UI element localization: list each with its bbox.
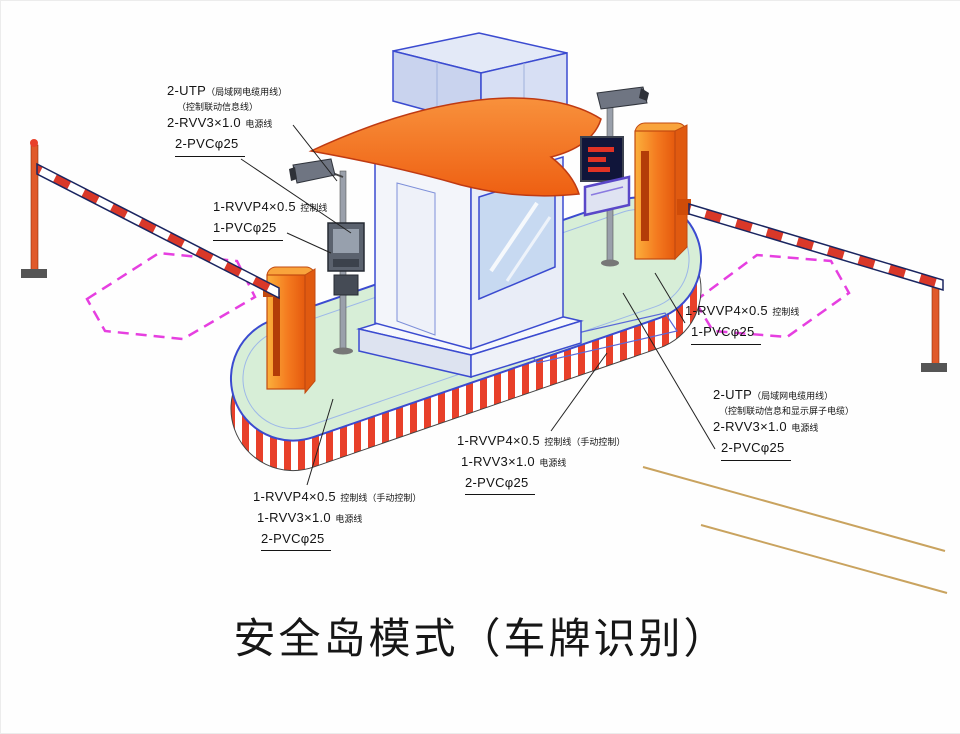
cable-note: 控制线（手动控制） [340,493,422,503]
cable-label-left-mid: 1-RVVP4×0.5 控制线 1-PVCφ25 [213,197,327,241]
cable-spec: 1-RVV3×1.0 [257,509,331,525]
right-support-pole [921,278,947,372]
ground-loop-right [693,253,851,339]
cable-note: 控制线 [772,307,800,317]
cable-note: 电源线 [791,423,819,434]
junction-box [333,274,359,296]
booth-cabin [392,32,568,126]
cable-spec: 1-PVCφ25 [691,323,755,339]
cable-spec: 1-RVVP4×0.5 [253,489,336,504]
cable-note: 电源线 [245,119,273,130]
cctv-camera-right [596,86,648,110]
cable-spec: 1-RVVP4×0.5 [685,303,768,318]
cable-note: 电源线 [539,457,567,468]
cable-spec: 2-RVV3×1.0 [167,115,241,131]
cable-label-right-mid: 1-RVVP4×0.5 控制线 1-PVCφ25 [685,301,799,345]
cable-note: 控制线（手动控制） [544,437,626,447]
camera-lens [639,88,649,101]
cable-spec: 2-UTP [713,387,753,402]
cable-run-lines [642,466,948,594]
left-barrier-arm [36,162,280,300]
lpr-panel [583,175,631,217]
cable-label-top-left: 2-UTP（局域网电缆用线） （控制联动信息线） 2-RVV3×1.0 电源线 … [167,81,288,158]
page-title: 安全岛模式（车牌识别） [233,615,729,662]
cable-note: （局域网电缆用线） [206,87,288,97]
cable-spec: 1-PVCφ25 [213,219,277,235]
cable-note: 控制线 [300,203,328,213]
leader-lines [240,124,716,486]
left-support-pole [21,139,47,278]
left-barrier-cabinet [263,266,316,395]
cable-spec: 2-PVCφ25 [261,530,325,546]
cable-label-right: 2-UTP（局域网电缆用线） （控制联动信息和显示屏子电缆） 2-RVV3×1.… [713,385,855,462]
cable-spec: 2-PVCφ25 [721,440,785,456]
booth-door [396,182,436,336]
cable-note: 电源线 [335,513,363,524]
ground-loop-left [85,251,257,341]
cable-spec: 1-RVVP4×0.5 [457,433,540,448]
cable-note: （控制联动信息线） [177,101,259,112]
cable-note: （控制联动信息和显示屏子电缆） [719,405,855,416]
cable-spec: 1-RVVP4×0.5 [213,199,296,214]
booth-body [374,155,564,351]
right-barrier-cabinet [634,122,691,261]
right-barrier-arm [688,202,944,292]
cable-label-center-bottom: 1-RVVP4×0.5 控制线（手动控制） 1-RVV3×1.0 电源线 2-P… [457,431,626,496]
cable-spec: 1-RVV3×1.0 [461,453,535,469]
cable-spec: 2-PVCφ25 [175,136,239,152]
camera-lens [289,167,297,181]
cable-spec: 2-RVV3×1.0 [713,419,787,435]
right-camera-pole [580,86,649,267]
cable-spec: 2-PVCφ25 [465,474,529,490]
booth-canopy [308,97,602,197]
cable-note: （局域网电缆用线） [752,391,834,401]
cable-label-bottom-left: 1-RVVP4×0.5 控制线（手动控制） 1-RVV3×1.0 电源线 2-P… [253,487,422,552]
arm-hinge [677,199,691,215]
cable-spec: 2-UTP [167,83,207,98]
